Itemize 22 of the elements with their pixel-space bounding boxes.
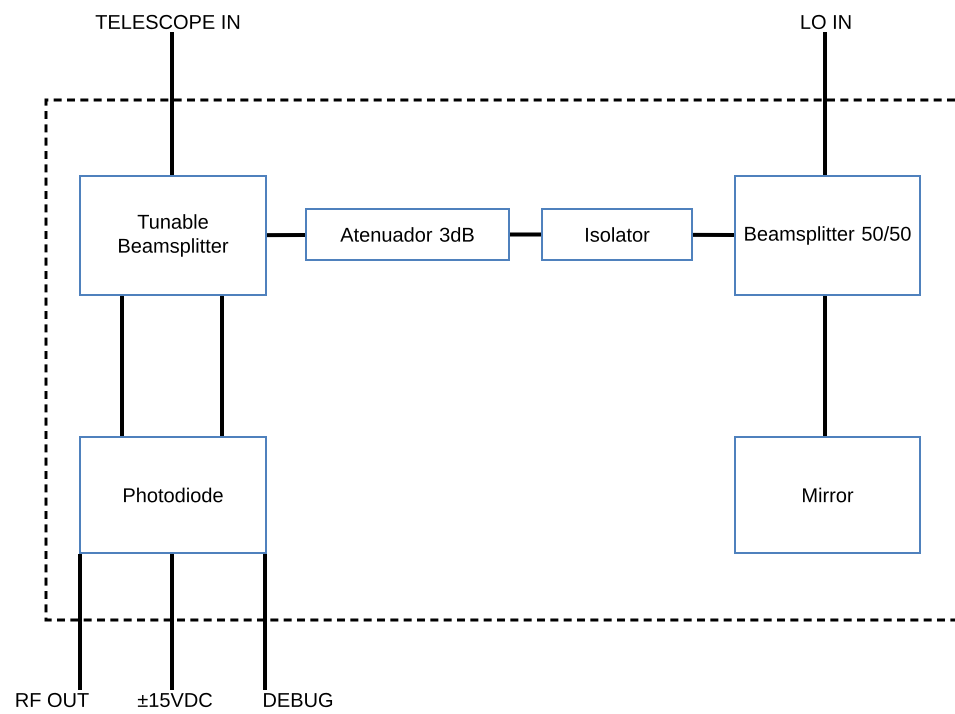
component-box: Photodiode [79, 436, 267, 554]
connector-line [263, 554, 267, 690]
connector-line [267, 232, 305, 238]
connector-line [823, 296, 827, 436]
connector-line [170, 32, 174, 175]
connector-line [170, 554, 174, 690]
connector-line [120, 296, 124, 436]
port-label: LO IN [802, 14, 850, 30]
port-label: DEBUG [264, 692, 332, 708]
component-box: Beamsplitter 50/50 [734, 175, 921, 296]
component-box: Atenuador 3dB [305, 208, 510, 262]
component-box: Isolator [541, 208, 693, 262]
component-box: Tunable Beamsplitter [79, 175, 267, 296]
component-box: Mirror [734, 436, 921, 554]
connector-line [510, 232, 541, 236]
port-label: TELESCOPE IN [96, 14, 240, 30]
connector-line [693, 232, 734, 238]
connector-line [220, 296, 224, 436]
connector-line [823, 32, 827, 175]
port-label: RF OUT [16, 692, 89, 708]
port-label: ±15VDC [138, 692, 212, 708]
connector-line [78, 554, 82, 690]
